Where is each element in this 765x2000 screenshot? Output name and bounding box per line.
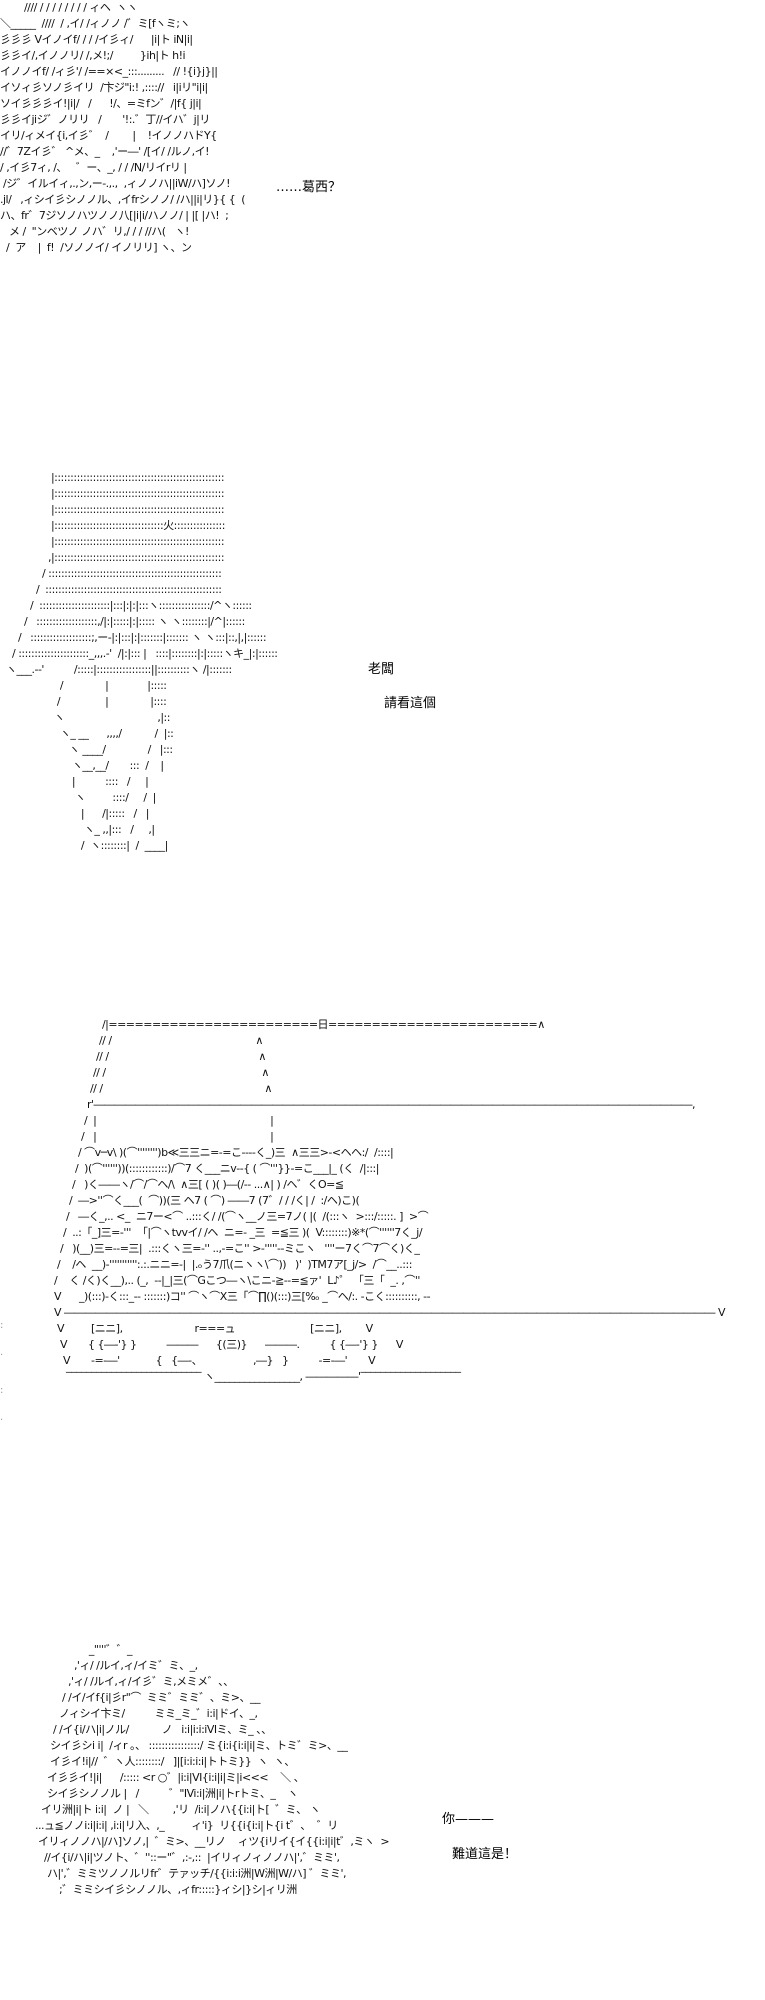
panel-3-briefcase: /|========================日=============… [54, 1017, 726, 1385]
speech-please-look: 請看這個 [384, 696, 437, 711]
speech-you: 你——— [442, 1812, 495, 1827]
stray-mark: · [0, 1415, 4, 1426]
stray-mark: : [0, 1320, 4, 1331]
speech-kasai-question: ……葛西？ [276, 180, 342, 195]
ascii-art-character-closeup: _"'''゛゛_ ,'ィ/ /ルイ,ィ/イミ゛ミ、_, ,'ィ/ /ルイ,ィ/イ… [34, 1643, 390, 1896]
speech-boss: 老闆 [368, 662, 395, 677]
ascii-art-window-scene: |:::::::::::::::::::::::::::::::::::::::… [5, 471, 278, 852]
panel-2-showing-item: |:::::::::::::::::::::::::::::::::::::::… [0, 470, 278, 854]
stray-mark: · [0, 1350, 4, 1361]
ascii-art-character: //// / / / / / / / / ィヘ ヽヽ ＼_____ //// /… [0, 1, 246, 254]
panel-1-kasai: //// / / / / / / / / ィヘ ヽヽ ＼_____ //// /… [0, 0, 246, 256]
panel-4-surprised-character: _"'''゛゛_ ,'ィ/ /ルイ,ィ/イミ゛ミ、_, ,'ィ/ /ルイ,ィ/イ… [20, 1642, 390, 1898]
stray-mark: : [0, 1385, 4, 1396]
ascii-art-open-briefcase: /|========================日=============… [54, 1018, 726, 1383]
speech-could-this-be: 難道這是！ [452, 1847, 518, 1862]
